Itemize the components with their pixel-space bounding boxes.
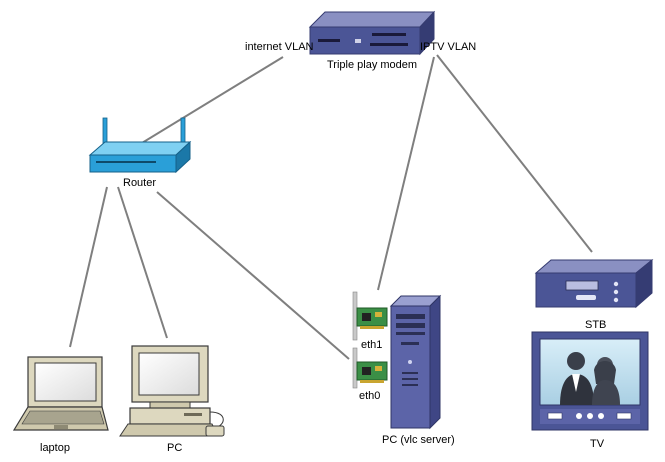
link-router-pc bbox=[117, 186, 168, 339]
set-top-box-icon bbox=[534, 258, 654, 309]
desktop-pc-icon bbox=[119, 345, 225, 437]
eth0-label: eth0 bbox=[359, 390, 380, 402]
link-modem-server bbox=[377, 56, 435, 291]
link-router-server bbox=[156, 191, 350, 360]
internet-vlan-label: internet VLAN bbox=[245, 41, 314, 53]
server-label: PC (vlc server) bbox=[382, 434, 455, 446]
link-modem-stb bbox=[436, 54, 593, 253]
tv-label: TV bbox=[590, 438, 605, 450]
pc-label: PC bbox=[167, 442, 182, 454]
network-card-icon-eth1 bbox=[352, 291, 388, 341]
router-icon bbox=[88, 117, 192, 174]
connections bbox=[69, 54, 593, 360]
laptop-label: laptop bbox=[40, 442, 70, 454]
stb-label: STB bbox=[585, 319, 606, 331]
television-icon bbox=[531, 331, 649, 431]
laptop-icon bbox=[12, 356, 109, 431]
link-modem-router bbox=[136, 56, 284, 147]
iptv-vlan-label: IPTV VLAN bbox=[420, 41, 476, 53]
link-router-laptop bbox=[69, 186, 108, 348]
modem-icon bbox=[308, 10, 436, 56]
network-card-icon-eth0 bbox=[352, 347, 388, 389]
eth1-label: eth1 bbox=[361, 339, 382, 351]
modem-label: Triple play modem bbox=[327, 59, 417, 71]
tower-server-icon bbox=[389, 294, 442, 430]
router-label: Router bbox=[123, 177, 156, 189]
